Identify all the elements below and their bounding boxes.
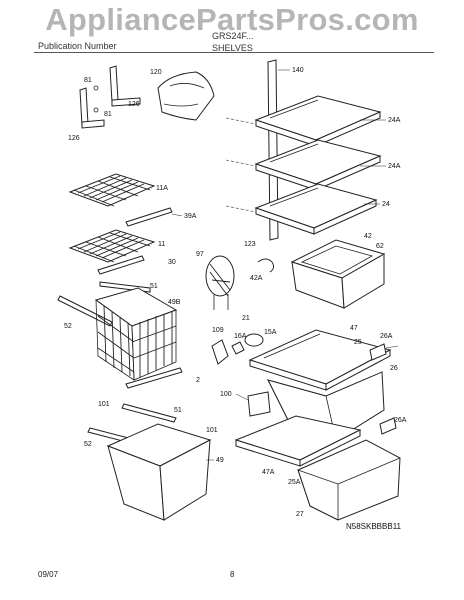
callout-15A: 15A bbox=[264, 329, 277, 336]
bracket-26A-upper bbox=[369, 343, 399, 361]
callout-51-lower: 51 bbox=[174, 407, 182, 414]
watermark: AppliancePartsPros.com bbox=[45, 2, 419, 37]
callout-11: 11 bbox=[158, 241, 165, 248]
callout-39A: 39A bbox=[184, 213, 197, 220]
callout-123: 123 bbox=[244, 241, 256, 248]
callout-21: 21 bbox=[242, 315, 250, 322]
callout-26: 26 bbox=[390, 365, 398, 372]
drawer-49 bbox=[106, 423, 212, 521]
drawer-cover-47 bbox=[248, 329, 392, 391]
callout-24A-upper: 24A bbox=[388, 117, 401, 124]
header-publication: Publication Number bbox=[38, 41, 117, 51]
callout-42A: 42A bbox=[250, 275, 263, 282]
drawer-cover-47A bbox=[234, 415, 362, 467]
rail-51-lower bbox=[121, 403, 177, 423]
callout-120: 120 bbox=[150, 69, 162, 76]
crisper-drawer-62 bbox=[290, 239, 386, 309]
callout-81-lower: 81 bbox=[104, 111, 112, 118]
trim-39A bbox=[125, 207, 173, 227]
wire-shelf-11 bbox=[68, 229, 156, 263]
part-120-cover bbox=[157, 71, 215, 121]
part-140-rail bbox=[225, 59, 279, 241]
callout-101-left: 101 bbox=[98, 401, 110, 408]
callout-24: 24 bbox=[382, 201, 390, 208]
callout-42: 42 bbox=[364, 233, 372, 240]
footer-date: 09/07 bbox=[38, 570, 59, 579]
callout-26A-upper: 26A bbox=[380, 333, 393, 340]
part-15A bbox=[244, 333, 264, 347]
callout-30: 30 bbox=[168, 259, 176, 266]
callout-81-top: 81 bbox=[84, 77, 92, 84]
callout-26A-lower: 26A bbox=[394, 417, 407, 424]
callout-52-upper: 52 bbox=[64, 323, 72, 330]
callout-11A: 11A bbox=[156, 185, 168, 192]
callout-52-lower: 52 bbox=[84, 441, 92, 448]
callout-49B: 49B bbox=[168, 299, 181, 306]
callout-24A-middle: 24A bbox=[388, 163, 401, 170]
callout-25: 25 bbox=[354, 339, 362, 346]
callout-97: 97 bbox=[196, 251, 204, 258]
wire-basket-49B bbox=[94, 287, 178, 381]
bracket-hardware bbox=[79, 65, 141, 129]
callout-16A: 16A bbox=[234, 333, 247, 340]
part-97-assembly bbox=[205, 255, 235, 310]
bracket-26A-lower bbox=[379, 417, 397, 435]
drawer-27 bbox=[297, 439, 401, 521]
callout-47: 47 bbox=[350, 325, 358, 332]
callout-47A: 47A bbox=[262, 469, 275, 476]
part-109 bbox=[211, 339, 229, 365]
diagram-code: N58SKBBBB11 bbox=[346, 522, 401, 531]
callout-49: 49 bbox=[216, 457, 224, 464]
callout-51-upper: 51 bbox=[150, 283, 158, 290]
callout-101-right: 101 bbox=[206, 427, 218, 434]
callout-25A: 25A bbox=[288, 479, 301, 486]
hook-42A bbox=[257, 258, 275, 273]
part-16A bbox=[231, 341, 245, 355]
callout-100: 100 bbox=[220, 391, 232, 398]
wire-shelf-11A bbox=[68, 173, 156, 207]
footer-page-number: 8 bbox=[230, 570, 235, 579]
trim-30 bbox=[97, 255, 145, 275]
header-rule bbox=[34, 52, 434, 53]
callout-140: 140 bbox=[292, 67, 304, 74]
callout-126-right: 126 bbox=[128, 101, 140, 108]
section-title: SHELVES bbox=[212, 43, 253, 53]
part-100 bbox=[247, 391, 271, 417]
glass-shelf-lower bbox=[254, 183, 378, 235]
callout-27: 27 bbox=[296, 511, 304, 518]
rail-52 bbox=[57, 295, 113, 327]
trim-2 bbox=[125, 367, 183, 389]
callout-109: 109 bbox=[212, 327, 224, 334]
callout-labels: 81 120 140 126 81 126 24A 24A 11A 24 39A… bbox=[64, 67, 407, 518]
header-model: GRS24F... bbox=[212, 31, 254, 41]
callout-62: 62 bbox=[376, 243, 384, 250]
callout-2: 2 bbox=[196, 377, 200, 384]
callout-126-left: 126 bbox=[68, 135, 80, 142]
